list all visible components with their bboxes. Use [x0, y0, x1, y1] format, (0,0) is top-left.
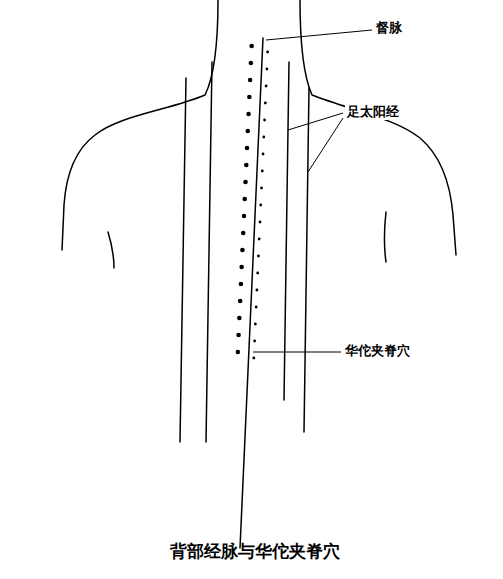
leader-line	[288, 113, 343, 130]
acupoint-dot	[248, 78, 253, 83]
meridian-label: 督脉	[374, 20, 404, 36]
acupoint-dot	[249, 44, 254, 49]
bladder-meridian-outer-right	[304, 88, 309, 432]
acupoint-dot	[262, 136, 265, 139]
acupoint-dot	[240, 248, 245, 253]
acupoint-dot	[261, 170, 264, 173]
bladder-meridian-inner-right	[284, 62, 289, 400]
meridian-label: 华佗夹脊穴	[343, 343, 412, 359]
acupoint-dot	[238, 299, 243, 304]
acupoint-dot	[265, 85, 268, 88]
acupoint-dot	[247, 95, 252, 100]
left-body-outline	[62, 0, 218, 250]
right-body-outline	[300, 0, 456, 255]
governor-vessel-line	[240, 38, 263, 548]
acupoint-dot	[264, 102, 267, 105]
acupoint-dot	[244, 163, 249, 168]
meridian-label: 足太阳经	[345, 104, 401, 120]
acupoint-dot	[252, 357, 255, 360]
acupoint-dot	[259, 204, 262, 207]
acupoint-dot	[257, 255, 260, 258]
acupoint-dot	[246, 129, 251, 134]
acupoint-dot	[259, 221, 262, 224]
acupoint-dot	[253, 340, 256, 343]
acupoint-dot	[256, 272, 259, 275]
acupoint-dot	[258, 238, 261, 241]
figure-caption: 背部经脉与华佗夹脊穴	[170, 541, 340, 561]
acupoint-dot	[262, 153, 265, 156]
acupoint-dot	[239, 282, 244, 287]
leader-line	[253, 352, 341, 353]
acupoint-dot	[241, 231, 246, 236]
acupoint-dot	[242, 214, 247, 219]
acupoint-dot	[266, 51, 269, 54]
right-armpit	[385, 212, 387, 262]
acupoint-dot	[265, 68, 268, 71]
bladder-meridian-outer-left	[180, 78, 186, 442]
acupoint-dot	[243, 180, 248, 185]
acupoint-dot	[256, 289, 259, 292]
leader-line	[266, 30, 372, 40]
acupoint-dot	[255, 306, 258, 309]
acupoint-dot	[236, 333, 241, 338]
leader-line	[308, 118, 343, 172]
left-armpit	[108, 232, 114, 268]
acupoint-dot	[236, 350, 241, 355]
acupoint-dot	[239, 265, 244, 270]
bladder-meridian-inner-left	[206, 62, 212, 442]
acupoint-dot	[249, 61, 254, 66]
acupoint-dot	[263, 119, 266, 122]
acupoint-dot	[245, 146, 250, 151]
acupoint-dot	[260, 187, 263, 190]
acupoint-dot	[254, 323, 257, 326]
acupoint-dot	[242, 197, 247, 202]
acupoint-dot	[246, 112, 251, 117]
acupoint-dot	[237, 316, 242, 321]
